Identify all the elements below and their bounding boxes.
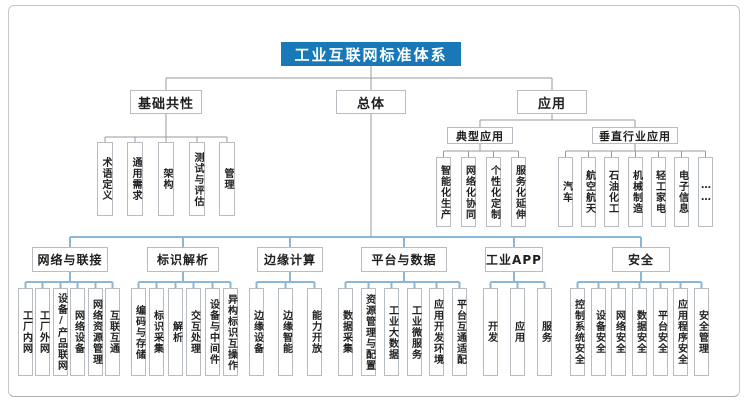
tree-leaf: 网络资源管理 xyxy=(88,288,103,376)
tree-leaf: 工厂外网 xyxy=(35,288,50,376)
tree-leaf: 网络化协同 xyxy=(461,157,476,227)
tree-leaf: 平台安全 xyxy=(653,288,668,376)
tree-leaf: 航空航天 xyxy=(581,157,596,227)
tree-leaf: 架构 xyxy=(158,142,174,216)
tree-leaf: 网络设备 xyxy=(70,288,85,376)
tree-leaf: 交互处理 xyxy=(186,288,201,376)
tree-leaf: 智能化生产 xyxy=(436,157,451,227)
tree-leaf: 术语定义 xyxy=(97,142,113,216)
tree-leaf: 设备/产品联网 xyxy=(53,288,68,376)
tree-leaf: 数据采集 xyxy=(338,288,353,376)
tree-leaf: 标识采集 xyxy=(149,288,164,376)
node-overall: 总体 xyxy=(336,90,406,114)
tree-leaf: 通用需求 xyxy=(127,142,143,216)
tree-leaf: 网络安全 xyxy=(611,288,626,376)
node-application: 应用 xyxy=(517,90,587,114)
tree-leaf: 设备安全 xyxy=(591,288,606,376)
tree-leaf: 控制系统安全 xyxy=(570,288,585,376)
node-typical-application: 典型应用 xyxy=(447,127,513,144)
tree-leaf: 管理 xyxy=(219,142,235,216)
node-industrial-app: 工业APP xyxy=(485,247,543,272)
tree-leaf: 边缘设备 xyxy=(249,288,264,376)
node-root-title: 工业互联网标准体系 xyxy=(281,42,461,66)
tree-leaf: 汽车 xyxy=(558,157,573,227)
node-network-connection: 网络与联接 xyxy=(32,247,108,272)
node-edge-computing: 边缘计算 xyxy=(257,247,323,272)
tree-leaf: 资源管理与配置 xyxy=(361,288,376,376)
tree-leaf: 应用程序安全 xyxy=(673,288,688,376)
tree-leaf: 边缘智能 xyxy=(278,288,293,376)
tree-leaf: 平台互通适配 xyxy=(452,288,467,376)
node-foundation-common: 基础共性 xyxy=(130,90,202,114)
tree-leaf: 编码与存储 xyxy=(131,288,146,376)
tree-leaf: 能力开放 xyxy=(307,288,322,376)
tree-leaf: 工业微服务 xyxy=(407,288,422,376)
tree-leaf: 机械制造 xyxy=(628,157,643,227)
tree-leaf: 异构标识互操作 xyxy=(223,288,238,376)
tree-leaf: 轻工家电 xyxy=(651,157,666,227)
tree-leaf: 应用 xyxy=(510,288,525,376)
node-security: 安全 xyxy=(612,247,670,272)
tree-leaf: 个性化定制 xyxy=(486,157,501,227)
tree-leaf: 电子信息 xyxy=(674,157,689,227)
tree-leaf: 工业大数据 xyxy=(384,288,399,376)
tree-leaf: 设备与中间件 xyxy=(205,288,220,376)
tree-leaf: 安全管理 xyxy=(694,288,709,376)
tree-leaf: 应用开发环境 xyxy=(429,288,444,376)
tree-leaf: 服务化延伸 xyxy=(511,157,526,227)
tree-leaf: 测试与评估 xyxy=(189,142,205,216)
tree-leaf: 解析 xyxy=(168,288,183,376)
tree-leaf: 互联互通 xyxy=(105,288,120,376)
tree-leaf: 数据安全 xyxy=(632,288,647,376)
node-identifier-resolution: 标识解析 xyxy=(147,247,219,272)
tree-leaf: 开发 xyxy=(483,288,498,376)
tree-leaf: 服务 xyxy=(537,288,552,376)
tree-leaf: …… xyxy=(698,157,713,227)
tree-leaf: 石油化工 xyxy=(604,157,619,227)
tree-leaf: 工厂内网 xyxy=(18,288,33,376)
node-vertical-industry-application: 垂直行业应用 xyxy=(592,127,678,144)
node-platform-data: 平台与数据 xyxy=(361,247,447,272)
